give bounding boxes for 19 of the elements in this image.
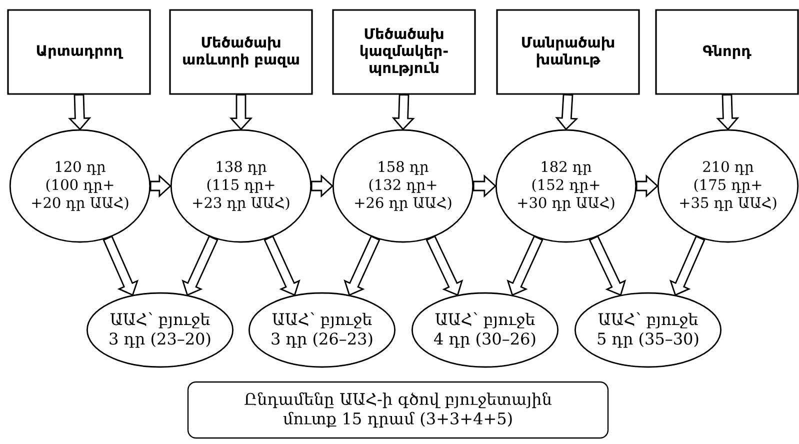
- block-arrow: [182, 235, 218, 296]
- block-arrow: [310, 174, 334, 198]
- block-arrow: [229, 94, 253, 130]
- block-arrow: [472, 174, 496, 198]
- block-arrow: [150, 174, 172, 198]
- block-arrow: [68, 94, 92, 130]
- process-box: Մեծածախ կազմակեր-պություն: [332, 9, 476, 95]
- block-arrow: [392, 94, 415, 130]
- process-box: Մանրածախ խանութ: [496, 9, 640, 95]
- block-arrow: [506, 235, 544, 296]
- block-arrow: [636, 174, 658, 198]
- block-arrow: [555, 94, 578, 130]
- block-arrow: [669, 235, 706, 296]
- block-arrow: [344, 235, 380, 296]
- process-box: Գնորդ: [655, 9, 799, 95]
- process-box: Արտադրող: [7, 9, 151, 95]
- block-arrow: [716, 94, 740, 130]
- summary-box: Ընդամենը ԱԱՀ-ի գծով բյուջետային մուտք 15 դրամ (3+3+4+5): [187, 381, 609, 439]
- process-box: Մեծածախ առևտրի բազա: [169, 9, 313, 95]
